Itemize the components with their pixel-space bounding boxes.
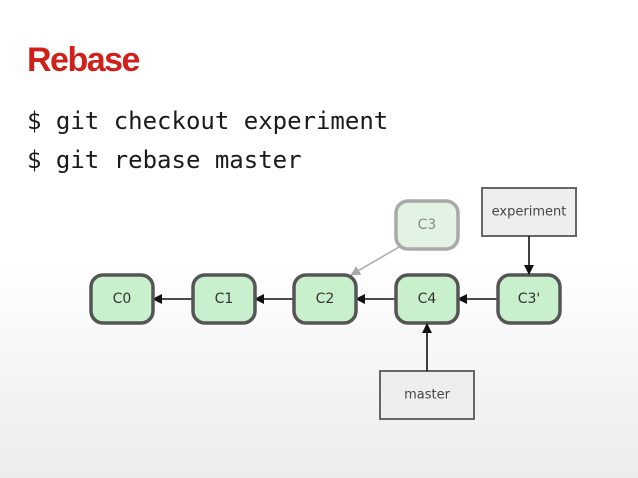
- commit-box: [89, 273, 155, 325]
- ref-label: experiment: [492, 205, 567, 220]
- commit-label: C3: [418, 217, 437, 233]
- commit-box: [191, 273, 257, 325]
- ref-box: [379, 370, 475, 420]
- command-line-rebase: $ git rebase master: [27, 146, 302, 174]
- commit-node-c3: C3: [394, 199, 460, 251]
- commit-node-c2: C2: [292, 273, 358, 325]
- ref-label: master: [404, 388, 450, 403]
- commit-box: [496, 273, 562, 325]
- commit-label: C0: [113, 291, 132, 307]
- commit-node-c4: C4: [394, 273, 460, 325]
- ref-master: master: [379, 323, 475, 420]
- commit-node-c3p: C3': [496, 273, 562, 325]
- commit-node-c1: C1: [191, 273, 257, 325]
- commit-box: [394, 199, 460, 251]
- slide-title: Rebase: [27, 41, 140, 79]
- commit-label: C3': [518, 291, 541, 307]
- commit-node-c0: C0: [89, 273, 155, 325]
- ref-experiment: experiment: [481, 187, 577, 275]
- command-line-checkout: $ git checkout experiment: [27, 107, 389, 135]
- edge-C3-to-C2: [350, 246, 400, 276]
- commit-label: C2: [316, 291, 335, 307]
- commit-label: C4: [418, 291, 437, 307]
- commit-box: [292, 273, 358, 325]
- commit-label: C1: [215, 291, 234, 307]
